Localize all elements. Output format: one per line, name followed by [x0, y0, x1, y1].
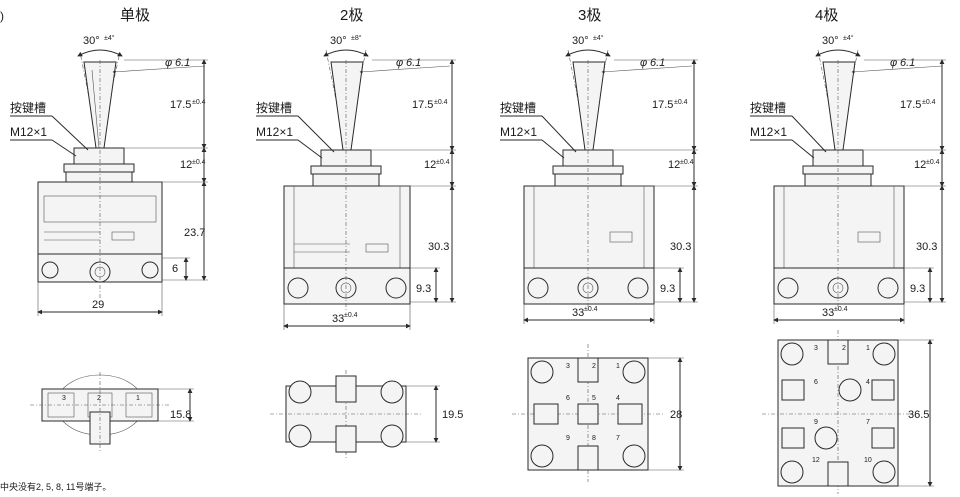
terminal-dim: 9.3 [660, 283, 675, 295]
footnote: 中央没有2, 5, 8, 11号端子。 [0, 481, 111, 492]
body-height-dim: 23.7 [184, 227, 205, 239]
bottom-dim: 28 [670, 409, 682, 421]
svg-text:φ: φ [396, 57, 403, 69]
angle-dim: 30° [330, 35, 347, 47]
thread-label: M12×1 [10, 125, 47, 139]
terminal-dim: 9.3 [910, 283, 925, 295]
bottom-dim: 19.5 [442, 409, 463, 421]
svg-text:2: 2 [842, 345, 846, 352]
diameter-dim: 6.1 [650, 57, 665, 69]
bushing-dim: 12 [668, 159, 680, 171]
svg-text:3: 3 [814, 345, 818, 352]
svg-text:8: 8 [592, 435, 596, 442]
svg-text:φ: φ [640, 57, 647, 69]
thread-label: M12×1 [750, 125, 787, 139]
svg-text:9: 9 [814, 419, 818, 426]
side-view-three-pole: 30° ±4° φ 6.1 按键槽 M12×1 17.5 ±0. [500, 34, 698, 324]
angle-tol: ±4° [843, 34, 854, 42]
angle-dim: 30° [572, 35, 589, 47]
svg-text:4: 4 [866, 379, 870, 386]
angle-tol: ±4° [104, 34, 115, 42]
svg-text:±0.4: ±0.4 [344, 312, 358, 319]
diameter-dim: 6.1 [900, 57, 915, 69]
svg-text:±0.4: ±0.4 [674, 99, 688, 106]
bottom-view-two-pole: 19.5 [270, 370, 463, 458]
body-height-dim: 30.3 [428, 241, 449, 253]
lever-height-dim: 17.5 [170, 99, 191, 111]
svg-text:±0.4: ±0.4 [680, 159, 694, 166]
diameter-dim: 6.1 [175, 57, 190, 69]
keyway-label: 按键槽 [750, 101, 786, 115]
width-dim: 33 [332, 313, 344, 325]
svg-text:3: 3 [62, 395, 66, 402]
svg-text:1: 1 [616, 363, 620, 370]
svg-text:±0.4: ±0.4 [192, 159, 206, 166]
title-single-pole: 单极 [120, 7, 150, 24]
svg-text:±0.4: ±0.4 [584, 306, 598, 313]
title-four-pole: 4极 [815, 7, 838, 24]
svg-text:±0.4: ±0.4 [434, 99, 448, 106]
svg-text:±0.4: ±0.4 [436, 159, 450, 166]
svg-text:±0.4: ±0.4 [926, 159, 940, 166]
svg-text:6: 6 [566, 395, 570, 402]
keyway-label: 按键槽 [10, 101, 46, 115]
svg-text:7: 7 [616, 435, 620, 442]
corner-mark: ) [0, 9, 4, 23]
thread-label: M12×1 [256, 125, 293, 139]
svg-text:9: 9 [566, 435, 570, 442]
thread-label: M12×1 [500, 125, 537, 139]
side-view-single-pole: 30° ±4° φ 6.1 按键槽 M12×1 [10, 34, 208, 316]
svg-text:±0.4: ±0.4 [834, 306, 848, 313]
svg-text:±0.4: ±0.4 [922, 99, 936, 106]
svg-text:2: 2 [97, 395, 101, 402]
lever-height-dim: 17.5 [412, 99, 433, 111]
keyway-label: 按键槽 [256, 101, 292, 115]
width-dim: 33 [572, 307, 584, 319]
width-dim: 33 [822, 307, 834, 319]
terminal-dim: 9.3 [416, 283, 431, 295]
svg-text:±0.4: ±0.4 [192, 99, 206, 106]
bottom-dim: 36.5 [908, 409, 929, 421]
bottom-dim: 15.8 [170, 409, 191, 421]
svg-text:5: 5 [592, 395, 596, 402]
bushing-dim: 12 [424, 159, 436, 171]
svg-text:4: 4 [616, 395, 620, 402]
bottom-view-single-pole: 3 2 1 15.8 [30, 372, 194, 452]
svg-text:φ: φ [890, 57, 897, 69]
body-height-dim: 30.3 [670, 241, 691, 253]
svg-text:1: 1 [136, 395, 140, 402]
keyway-label: 按键槽 [500, 101, 536, 115]
svg-text:10: 10 [864, 457, 872, 464]
angle-dim: 30° [83, 35, 100, 47]
angle-dim: 30° [822, 35, 839, 47]
bushing-dim: 12 [914, 159, 926, 171]
title-three-pole: 3极 [578, 7, 601, 24]
bottom-view-three-pole: 3 2 1 6 5 4 9 8 7 28 [512, 344, 684, 482]
angle-tol: ±4° [593, 34, 604, 42]
bottom-view-four-pole: 3 2 1 6 4 9 7 12 10 36.5 [762, 330, 934, 494]
diameter-dim: 6.1 [406, 57, 421, 69]
side-view-four-pole: 30° ±4° φ 6.1 按键槽 M12×1 17.5 ±0. [750, 34, 946, 324]
svg-text:12: 12 [812, 457, 820, 464]
lever-height-dim: 17.5 [652, 99, 673, 111]
title-two-pole: 2极 [340, 7, 363, 24]
svg-text:1: 1 [866, 345, 870, 352]
body-height-dim: 30.3 [916, 241, 937, 253]
terminal-dim: 6 [172, 263, 178, 275]
lever-height-dim: 17.5 [900, 99, 921, 111]
angle-tol: ±8° [351, 34, 362, 42]
svg-text:6: 6 [814, 379, 818, 386]
width-dim: 29 [92, 299, 104, 311]
bushing-dim: 12 [180, 159, 192, 171]
svg-text:2: 2 [592, 363, 596, 370]
svg-text:φ: φ [165, 57, 172, 69]
svg-text:3: 3 [566, 363, 570, 370]
svg-text:7: 7 [866, 419, 870, 426]
side-view-two-pole: 30° ±8° φ 6.1 按键槽 M12×1 17 [256, 34, 456, 330]
